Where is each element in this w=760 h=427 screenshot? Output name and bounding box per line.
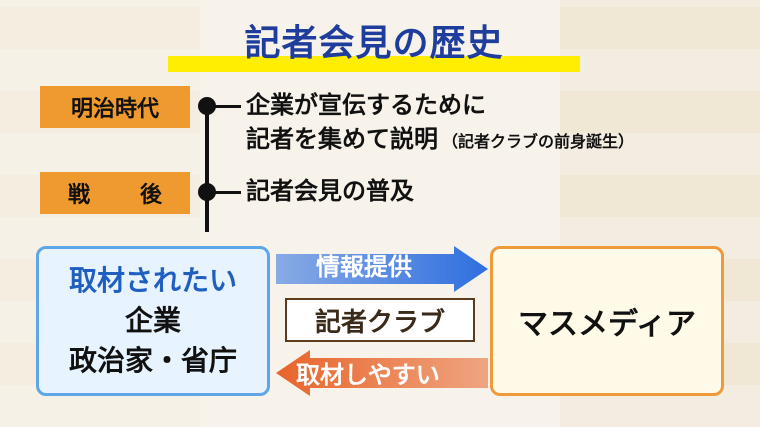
timeline-connector-meiji [215,105,241,108]
era-meiji: 明治時代 [40,86,190,128]
page-title: 記者会見の歴史 [244,23,504,64]
event-postwar: 記者会見の普及 [246,177,414,205]
timeline-dot-meiji [198,97,216,115]
arrow-easy-coverage-label: 取材しやすい [296,361,440,389]
arrow-easy-coverage [276,350,488,396]
arrow-info-provision [276,246,488,292]
event-meiji-line2-text: 記者を集めて説明 [246,125,438,153]
box-companies-line3: 政治家・省庁 [68,344,237,377]
box-mass-media: マスメディア [490,246,724,396]
press-club-label: 記者クラブ [285,298,475,342]
box-companies: 取材されたい 企業 政治家・省庁 [36,246,270,396]
box-companies-highlight: 取材されたい [68,264,237,297]
era-postwar: 戦 後 [40,172,190,214]
timeline-dot-postwar [198,183,216,201]
timeline-line [205,100,209,232]
event-meiji-line1: 企業が宣伝するために [246,91,486,119]
event-meiji-note: （記者クラブの前身誕生） [442,132,635,151]
title-highlight-bar [168,56,580,72]
arrow-info-provision-label: 情報提供 [316,253,412,281]
title-area: 記者会見の歴史 [168,18,580,74]
event-meiji-line2: 記者を集めて説明（記者クラブの前身誕生） [246,122,634,159]
timeline-connector-postwar [215,191,241,194]
box-companies-line2: 企業 [124,304,181,337]
